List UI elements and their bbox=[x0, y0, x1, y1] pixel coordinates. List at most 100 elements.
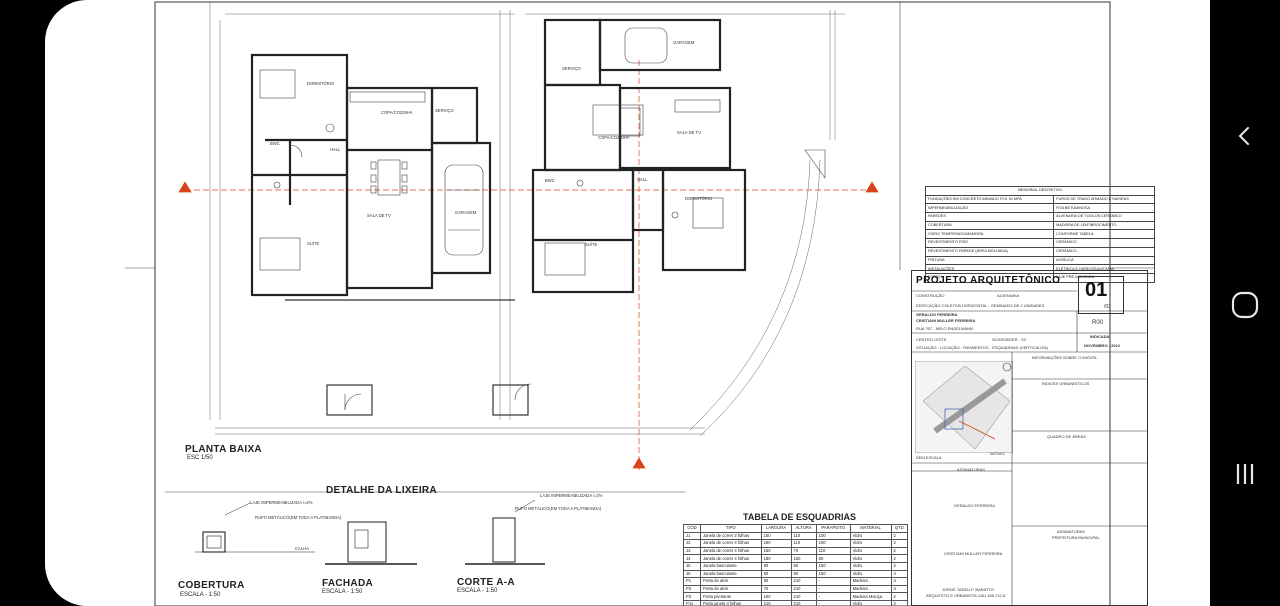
construcao-value: ALVENARIA bbox=[997, 293, 1020, 298]
memorial-spec: FITA BETUMINOSA bbox=[1053, 203, 1155, 214]
info-title: INFORMAÇÕES SOBRE O IMÓVEL bbox=[1032, 355, 1098, 360]
facade-title: FACHADA bbox=[322, 578, 373, 589]
owner-2: CRISTIANI MULLER FERREIRA bbox=[916, 318, 976, 323]
esquadria-cell: 100 bbox=[760, 592, 792, 601]
esquadria-cell: J5 bbox=[683, 561, 701, 571]
esquadria-cell: Vidro bbox=[849, 546, 892, 556]
esquadria-cell: 210 bbox=[760, 599, 792, 606]
revision: R00 bbox=[1092, 320, 1104, 326]
scale-indicada: INDICADA bbox=[1090, 334, 1110, 339]
memorial-item: COBERTURA bbox=[924, 220, 1055, 231]
esquadria-cell: 4 bbox=[890, 577, 909, 586]
esquadria-cell: 60 bbox=[815, 554, 851, 563]
esquadria-cell: 2 bbox=[890, 531, 909, 541]
memorial-spec: ALVENARIA DE TIJOLOS CERÂMICO bbox=[1053, 212, 1155, 222]
home-button[interactable] bbox=[1222, 282, 1268, 328]
esquadria-cell: Madeira Maciça bbox=[849, 592, 892, 601]
esquadria-cell: J6 bbox=[683, 569, 701, 579]
esquadria-cell: 110 bbox=[815, 546, 851, 556]
esquadria-cell: Porta pivotante bbox=[699, 592, 762, 601]
plan-title: PLANTA BAIXA bbox=[185, 444, 262, 455]
esquadria-cell: - bbox=[815, 577, 851, 586]
room-label-bwc-right: BWC bbox=[545, 178, 555, 183]
address: RUA 767 - NELO ENGELMANN bbox=[916, 326, 973, 331]
no-scale-label: SEM ESCALA bbox=[916, 455, 942, 460]
esquadria-cell: J2 bbox=[683, 539, 701, 548]
roof-calha-note: CALHA bbox=[295, 546, 309, 551]
esquadria-cell: Porta de abrir bbox=[699, 577, 762, 586]
imovel-label: IMÓVEL bbox=[990, 451, 1006, 456]
chevron-left-icon bbox=[1239, 127, 1249, 145]
esquadria-cell: 2 bbox=[890, 539, 909, 548]
esquadria-cell: - bbox=[815, 592, 851, 601]
indices-title: ÍNDICES URBANÍSTICOS bbox=[1042, 381, 1090, 386]
esquadria-cell: J1 bbox=[683, 531, 701, 541]
esquadria-cell: 2 bbox=[890, 561, 909, 571]
construcao-label: CONSTRUÇÃO bbox=[916, 293, 945, 298]
room-label-dormitorio-left: DORMITÓRIO bbox=[307, 81, 335, 86]
esquadria-cell: 110 bbox=[790, 539, 817, 548]
signature-3: JORGE TADEU F. BARATTO bbox=[942, 587, 994, 592]
esquadria-cell: - bbox=[815, 584, 851, 594]
esquadria-cell: 70 bbox=[760, 584, 792, 594]
memorial-item: PAREDES bbox=[924, 212, 1055, 222]
memorial-spec: LAJE PRÉ-MOLDADA bbox=[1053, 272, 1155, 283]
roof-rufo-note: RUFO METÁLICO(EM TODA A PLATIBANDA) bbox=[255, 515, 342, 520]
esquadria-cell: Vidro bbox=[849, 531, 892, 541]
three-bars-recents-icon bbox=[1236, 464, 1254, 484]
header-cell: COD bbox=[683, 524, 701, 533]
esquadria-cell: 180 bbox=[760, 539, 792, 548]
esquadria-cell: PJ1 bbox=[683, 599, 701, 606]
sheet-number: 01 bbox=[1085, 279, 1108, 301]
esquadria-cell: P2 bbox=[683, 584, 701, 594]
title-block-grid bbox=[912, 290, 1147, 605]
roof-slab-note: LAJE IMPERMEABILIZADA i=2% bbox=[250, 500, 313, 505]
location-map bbox=[915, 361, 1013, 453]
drawing-sheet[interactable]: DORMITÓRIO COPA/COZINHA SERVIÇO HALL BWC… bbox=[45, 0, 1210, 606]
esquadria-cell: J3 bbox=[683, 546, 701, 556]
esquadria-cell: Madeira bbox=[849, 577, 892, 586]
plan-scale: ESC 1/50 bbox=[187, 455, 213, 461]
room-label-sala-left: SALA DE TV bbox=[367, 213, 391, 218]
prefeitura-title: ASSINATURAS bbox=[1057, 529, 1085, 534]
esquadria-cell: Janela basculante bbox=[699, 561, 762, 571]
esquadria-cell: Porta de abrir bbox=[699, 584, 762, 594]
room-label-servico-right: SERVIÇO bbox=[562, 66, 581, 71]
owner-1: GERALDO FERREIRA bbox=[916, 312, 958, 317]
memorial-item: FUNDAÇÕES EM CONCRETO ARMADO FCK 30 MPA bbox=[924, 194, 1055, 205]
memorial-spec: MADEIRA DE LEI/FIBROCIMENTO bbox=[1053, 220, 1155, 231]
room-label-bwc-left: BWC bbox=[270, 141, 280, 146]
esquadria-cell: 100 bbox=[815, 531, 851, 541]
memorial-spec: CERÂMICO bbox=[1053, 246, 1155, 257]
sheet-number-box: 01 /03 bbox=[1078, 276, 1124, 314]
room-label-servico-left: SERVIÇO bbox=[435, 108, 454, 113]
esquadria-cell: - bbox=[815, 599, 851, 606]
signature-2: CRISTIANI MULLER FERREIRA bbox=[944, 551, 1003, 556]
esquadria-cell: Vidro bbox=[849, 561, 892, 571]
signatures-title: ASSINATURAS bbox=[957, 467, 985, 472]
esquadria-cell: Janela de correr 4 folhas bbox=[699, 539, 762, 548]
project-title: PROJETO ARQUITETÔNICO bbox=[916, 275, 1061, 286]
esquadria-cell: Janela basculante bbox=[699, 569, 762, 579]
document-viewer[interactable]: DORMITÓRIO COPA/COZINHA SERVIÇO HALL BWC… bbox=[0, 0, 1210, 606]
recents-button[interactable] bbox=[1222, 451, 1268, 497]
room-label-copa-right: COPA/COZINHA bbox=[598, 135, 630, 140]
signature-3-role: ARQUITETO E URBANISTA CAU 166.712-8 bbox=[926, 593, 1006, 598]
esquadria-cell: P3 bbox=[683, 592, 701, 601]
back-button[interactable] bbox=[1222, 113, 1268, 159]
areas-title: QUADRO DE ÁREAS bbox=[1047, 434, 1086, 439]
district: CENTRO LESTE bbox=[916, 337, 947, 342]
esquadria-cell: 80 bbox=[760, 577, 792, 586]
esquadria-cell: 180 bbox=[760, 554, 792, 563]
room-label-hall-left: HALL bbox=[330, 147, 341, 152]
esquadria-cell: 4 bbox=[890, 569, 909, 579]
memorial-spec: ACRÍLICA bbox=[1053, 255, 1155, 266]
